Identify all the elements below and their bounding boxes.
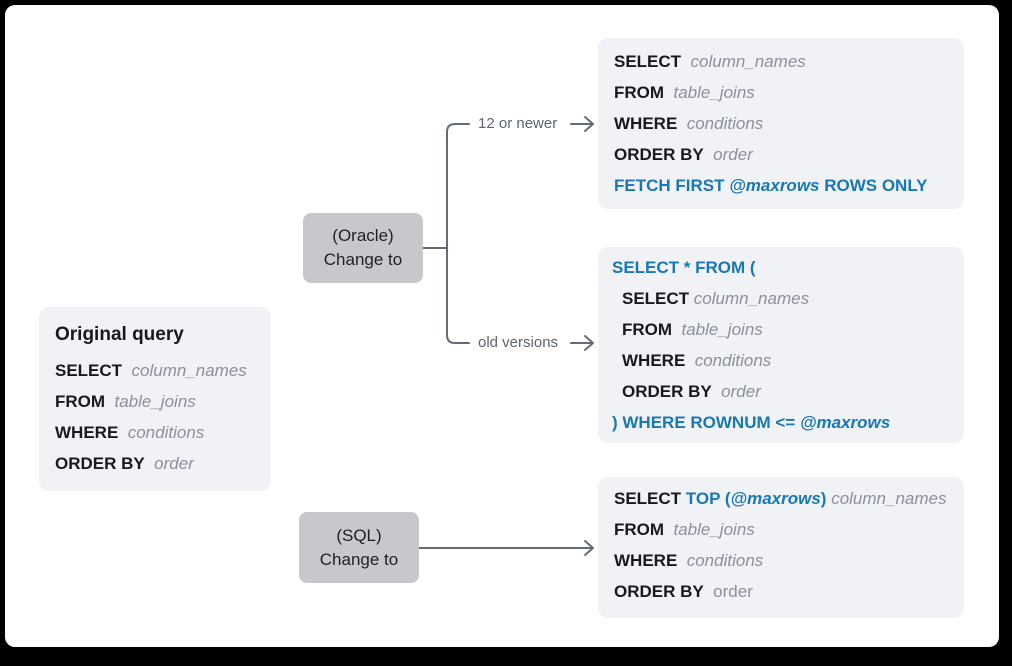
code-line: ) WHERE ROWNUM <= @maxrows — [612, 407, 950, 438]
sql-keyword: WHERE — [55, 423, 119, 442]
code-line: ORDER BY order — [614, 139, 948, 170]
sql-placeholder: order — [703, 145, 753, 164]
sql-placeholder: conditions — [685, 351, 772, 370]
sql-keyword-highlight: SELECT * FROM ( — [612, 258, 756, 277]
code-line: WHERE conditions — [55, 417, 255, 448]
sql-placeholder: order — [703, 582, 753, 601]
code-line: SELECT TOP (@maxrows) column_names — [614, 483, 948, 514]
node-label-line: Change to — [319, 549, 399, 569]
sql-keyword: SELECT — [622, 289, 690, 308]
sql-placeholder: table_joins — [672, 320, 763, 339]
sql-keyword: ORDER BY — [622, 382, 712, 401]
sql-keyword-highlight: FETCH FIRST — [614, 176, 730, 195]
sql-keyword-highlight: ) WHERE ROWNUM <= — [612, 413, 800, 432]
sql-placeholder: table_joins — [664, 83, 755, 102]
sql-placeholder: order — [144, 454, 194, 473]
code-line: FETCH FIRST @maxrows ROWS ONLY — [614, 170, 948, 201]
sql-keyword: FROM — [55, 392, 106, 411]
sql-keyword: ORDER BY — [614, 582, 704, 601]
sql-placeholder: column_names — [689, 289, 810, 308]
sql-variable: @maxrows — [730, 489, 821, 508]
code-line: WHERE conditions — [614, 545, 948, 576]
node-label-line: (Oracle) — [332, 226, 394, 245]
panel-title: Original query — [55, 324, 184, 345]
code-line: FROM table_joins — [614, 77, 948, 108]
sql-keyword: SELECT — [614, 489, 686, 508]
sql-keyword: SELECT — [614, 52, 682, 71]
sql-keyword-highlight: ) — [820, 489, 832, 508]
sql-keyword-highlight: ROWS ONLY — [819, 176, 928, 195]
sql-keyword-highlight: TOP ( — [685, 489, 731, 508]
node-label-line: Change to — [323, 250, 403, 269]
sql-placeholder: conditions — [677, 114, 764, 133]
sql-keyword: FROM — [622, 320, 673, 339]
sql-placeholder: column_names — [122, 361, 247, 380]
oracle-change-node: (Oracle) Change to — [303, 213, 423, 283]
branch-label-newer: 12 or newer — [478, 115, 558, 132]
code-line: WHERE conditions — [614, 108, 948, 139]
code-line: WHERE conditions — [612, 345, 950, 376]
code-line: ORDER BY order — [612, 376, 950, 407]
code-line: SELECT * FROM ( — [612, 252, 950, 283]
sql-placeholder: table_joins — [664, 520, 755, 539]
sql-keyword: SELECT — [55, 361, 123, 380]
code-line: FROM table_joins — [612, 314, 950, 345]
sql-placeholder: conditions — [677, 551, 764, 570]
sql-keyword: ORDER BY — [614, 145, 704, 164]
sql-placeholder: order — [711, 382, 761, 401]
sql-placeholder: table_joins — [105, 392, 196, 411]
sql-placeholder: conditions — [118, 423, 205, 442]
code-line: ORDER BY order — [55, 448, 255, 479]
sql-variable: @maxrows — [729, 176, 820, 195]
code-line: FROM table_joins — [614, 514, 948, 545]
sql-keyword: FROM — [614, 520, 665, 539]
sql-variable: @maxrows — [799, 413, 891, 432]
code-line: SELECT column_names — [612, 283, 950, 314]
node-label-line: (SQL) — [336, 525, 382, 545]
code-line: SELECT column_names — [614, 46, 948, 77]
code-line: SELECT column_names — [55, 355, 255, 386]
branch-label-older: old versions — [478, 334, 559, 351]
sql-keyword: FROM — [614, 83, 665, 102]
code-line: FROM table_joins — [55, 386, 255, 417]
sql-keyword: ORDER BY — [55, 454, 145, 473]
sql-keyword: WHERE — [614, 114, 678, 133]
sql-keyword: WHERE — [622, 351, 686, 370]
sql-keyword: WHERE — [614, 551, 678, 570]
sql-placeholder: column_names — [831, 489, 947, 508]
code-line: ORDER BY order — [614, 576, 948, 607]
sql-change-node: (SQL) Change to — [299, 512, 419, 583]
sql-placeholder: column_names — [681, 52, 806, 71]
